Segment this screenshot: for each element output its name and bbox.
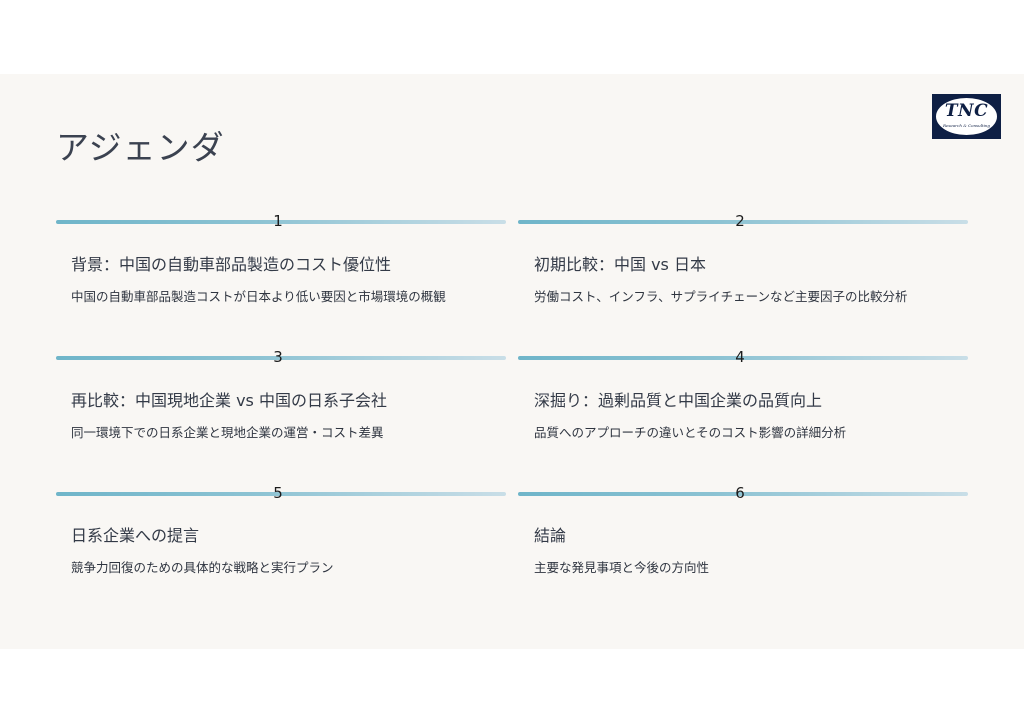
agenda-divider-bar	[56, 356, 506, 360]
agenda-number: 2	[735, 212, 745, 230]
agenda-description: 競争力回復のための具体的な戦略と実行プラン	[71, 560, 334, 575]
agenda-description: 労働コスト、インフラ、サプライチェーンなど主要因子の比較分析	[534, 289, 908, 304]
agenda-number: 5	[273, 484, 283, 502]
agenda-description: 主要な発見事項と今後の方向性	[534, 560, 710, 575]
agenda-heading: 深掘り：過剰品質と中国企業の品質向上	[534, 391, 823, 410]
agenda-divider-bar	[56, 220, 506, 224]
agenda-heading: 日系企業への提言	[71, 526, 200, 545]
logo-subtext: Research & Consulting	[943, 123, 990, 128]
agenda-heading: 結論	[534, 526, 567, 545]
logo-text: TNC	[944, 101, 989, 121]
agenda-heading: 再比較：中国現地企業 vs 中国の日系子会社	[71, 391, 387, 410]
agenda-number: 1	[273, 212, 283, 230]
agenda-divider-bar	[518, 356, 968, 360]
agenda-number: 6	[735, 484, 745, 502]
agenda-heading: 初期比較：中国 vs 日本	[534, 255, 706, 274]
agenda-number: 4	[735, 348, 745, 366]
agenda-divider-bar	[518, 220, 968, 224]
agenda-divider-bar	[518, 492, 968, 496]
agenda-divider-bar	[56, 492, 506, 496]
page-title: アジェンダ	[56, 128, 225, 167]
agenda-number: 3	[273, 348, 283, 366]
agenda-description: 同一環境下での日系企業と現地企業の運営・コスト差異	[71, 425, 384, 440]
agenda-description: 品質へのアプローチの違いとそのコスト影響の詳細分析	[534, 425, 847, 440]
logo-emblem: TNC Research & Consulting	[935, 97, 998, 136]
agenda-heading: 背景：中国の自動車部品製造のコスト優位性	[71, 255, 392, 274]
tnc-logo: TNC Research & Consulting	[932, 94, 1001, 139]
agenda-slide: TNC Research & Consulting アジェンダ 1 背景：中国の…	[0, 74, 1024, 649]
agenda-description: 中国の自動車部品製造コストが日本より低い要因と市場環境の概観	[71, 289, 446, 304]
